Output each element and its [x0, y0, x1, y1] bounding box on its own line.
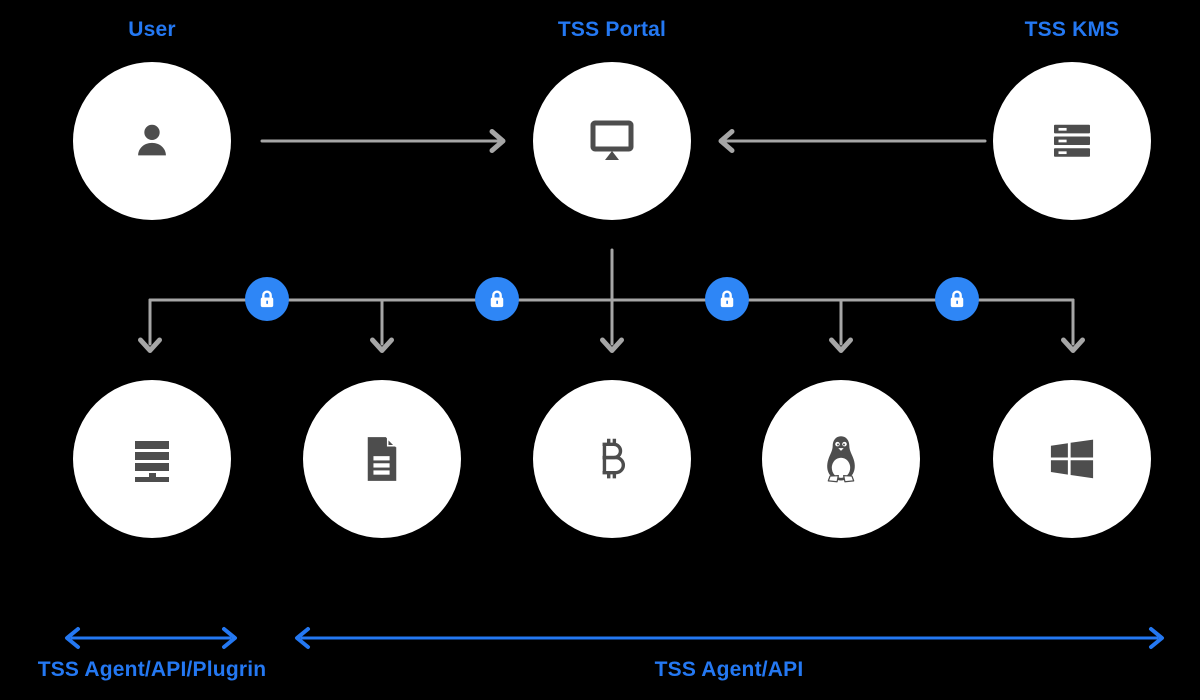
lock-icon — [260, 290, 274, 308]
user-node — [73, 62, 231, 220]
bitcoin-icon — [602, 438, 625, 479]
bitcoin-node — [533, 380, 691, 538]
branch-arrow-2 — [370, 298, 394, 353]
lock-icon — [490, 290, 504, 308]
branch-arrow-5 — [1061, 298, 1085, 353]
lock-badge — [705, 277, 749, 321]
linux-tux-icon — [827, 436, 855, 483]
person-icon — [138, 124, 166, 156]
arrow-user-to-portal — [260, 129, 506, 153]
server-stack-node — [73, 380, 231, 538]
kms-label: TSS KMS — [1024, 18, 1120, 41]
user-label: User — [128, 18, 176, 41]
agent-plugin-range-label: TSS Agent/API/Plugrin — [37, 658, 267, 681]
branch-arrow-1 — [138, 298, 162, 353]
monitor-icon — [590, 120, 634, 160]
branch-arrow-4 — [829, 298, 853, 353]
agent-api-range-arrow — [295, 627, 1164, 649]
lock-icon — [950, 290, 964, 308]
server-stack-icon — [135, 441, 169, 482]
agent-api-range-label: TSS Agent/API — [654, 658, 804, 681]
document-node — [303, 380, 461, 538]
kms-node — [993, 62, 1151, 220]
lock-badge — [245, 277, 289, 321]
arrow-portal-down — [600, 248, 624, 353]
arrow-kms-to-portal — [718, 129, 987, 153]
agent-plugin-range-arrow — [65, 627, 237, 649]
portal-label: TSS Portal — [557, 18, 667, 41]
lock-badge — [475, 277, 519, 321]
lock-icon — [720, 290, 734, 308]
lock-badge — [935, 277, 979, 321]
windows-icon — [1050, 439, 1094, 479]
windows-node — [993, 380, 1151, 538]
server-rack-icon — [1054, 124, 1090, 157]
linux-node — [762, 380, 920, 538]
portal-node — [533, 62, 691, 220]
document-icon — [367, 436, 397, 481]
